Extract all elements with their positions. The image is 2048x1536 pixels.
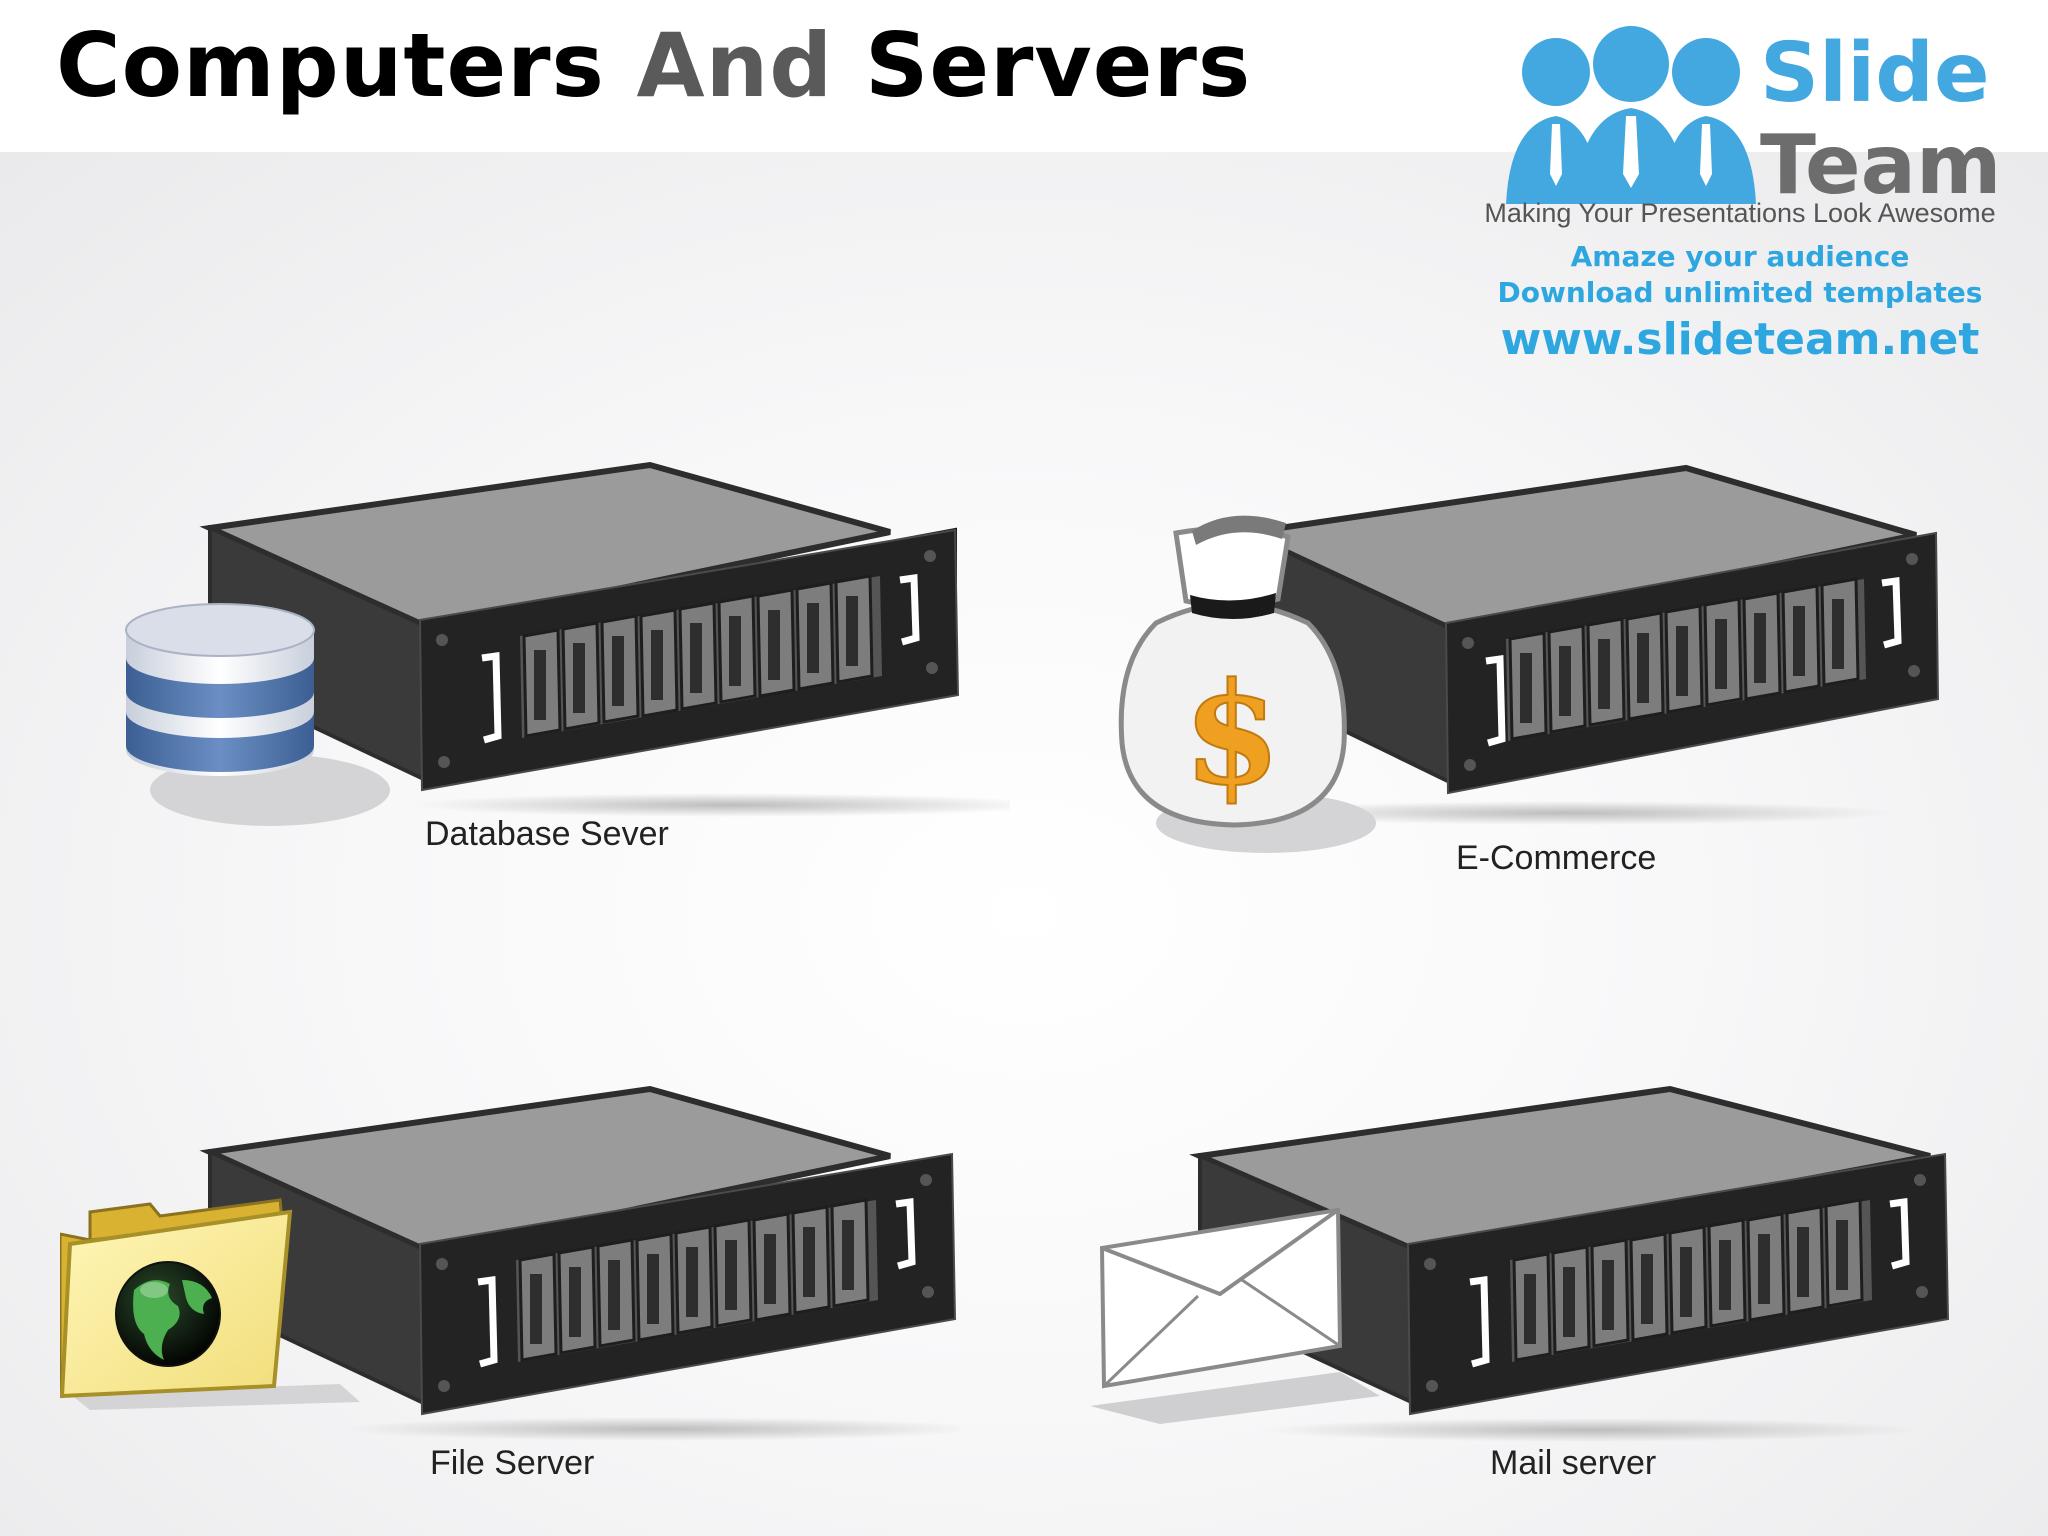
globe-folder-icon (60, 1198, 293, 1399)
title-word-servers: Servers (864, 14, 1252, 117)
logo-promo-line1: Amaze your audience (1570, 240, 1910, 273)
logo-brand-team: Team (1760, 118, 2002, 213)
logo-brand-slide: Slide (1760, 26, 1990, 121)
server-rack-icon (1090, 1085, 1950, 1442)
server-rack-icon: $ (1118, 464, 1940, 853)
mail-server-unit: Mail server (1090, 1084, 1990, 1484)
server-rack-icon (125, 461, 1010, 826)
logo-url[interactable]: www.slideteam.net (1500, 314, 1980, 365)
ecommerce-server-label: E-Commerce (1456, 839, 1657, 877)
title-word-computers: Computers (56, 14, 605, 117)
slideteam-logo: Slide Team Making Your Presentations Loo… (1460, 18, 2020, 378)
file-server-label: File Server (430, 1444, 595, 1482)
database-icon (125, 603, 315, 776)
envelope-icon (1099, 1207, 1343, 1389)
slide-title: Computers And Servers (56, 17, 1251, 115)
money-bag-icon: $ (1118, 515, 1347, 828)
mail-server-label: Mail server (1490, 1444, 1657, 1482)
title-word-and: And (636, 14, 834, 117)
file-server-unit: File Server (60, 1084, 960, 1484)
ecommerce-server-unit: $ E-Commerce (1086, 463, 1986, 877)
database-server-unit: Database Sever (110, 460, 1010, 860)
server-rack-icon (60, 1085, 960, 1441)
svg-text:$: $ (1183, 653, 1280, 817)
logo-tagline: Making Your Presentations Look Awesome (1484, 198, 1996, 228)
database-server-label: Database Sever (425, 815, 669, 853)
logo-promo-line2: Download unlimited templates (1497, 276, 1983, 309)
people-logo-icon (1506, 26, 1756, 204)
